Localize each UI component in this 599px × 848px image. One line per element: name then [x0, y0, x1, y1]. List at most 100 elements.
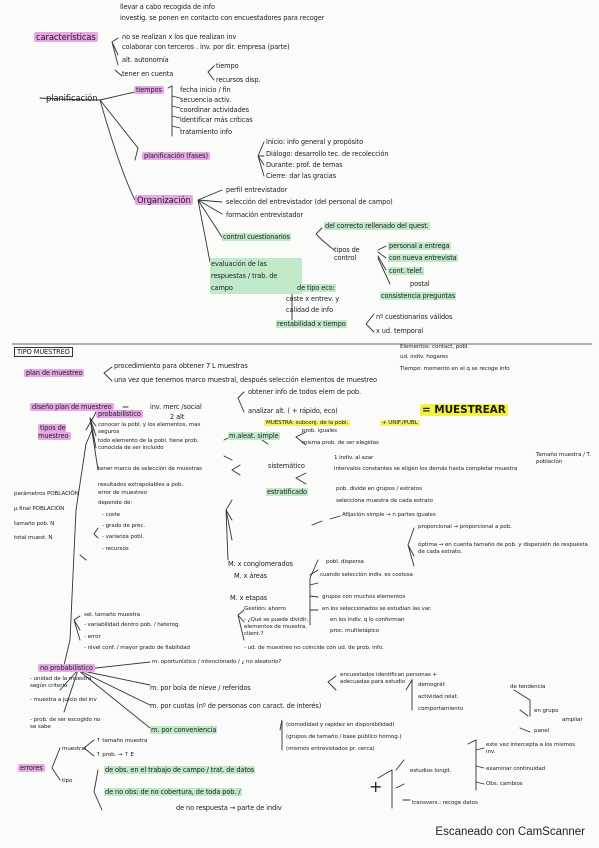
note-line: llevar a cabo recogida de info: [120, 3, 215, 11]
note-line: - recursos: [102, 546, 129, 552]
note-line: intervalos constantes se eligen los demá…: [334, 466, 518, 472]
label-tipos-control: tipos de control: [334, 246, 360, 262]
label-m-etapas: M. x etapas: [230, 594, 268, 602]
note-line: proc. multietápico: [330, 628, 379, 634]
note-line: - coste: [102, 512, 121, 518]
note-line: con nueva entrevista: [388, 254, 458, 262]
note-line: en los seleccionados se estudian las var…: [322, 606, 432, 612]
label-estratificado: estratificado: [266, 488, 308, 496]
note-line: coste x entrev. y: [286, 295, 340, 303]
note-line: Inicio: info general y propósito: [266, 138, 364, 146]
note-line: de no respuesta → parte de indiv: [176, 804, 282, 812]
note-line: Durante: prof. de temas: [266, 161, 343, 169]
note-line: ↑ prob. → ↑ E: [96, 752, 134, 758]
label-bola-nieve: m. por bola de nieve / referidos: [150, 684, 251, 692]
note-line: error de muestreo: [98, 490, 147, 496]
scanner-watermark: Escaneado con CamScanner: [435, 826, 585, 838]
note-line: de no obs: de no cobertura, de toda pob.…: [104, 788, 242, 796]
note-line: (comodidad y rapidez en disponibilidad): [286, 722, 395, 728]
note-line: resultados extrapolables a pob.: [98, 482, 184, 488]
label-organizacion: Organización: [135, 195, 193, 205]
note-line: (mismos entrevistados pr. cerca): [286, 746, 375, 752]
note-line: encuestados identifican personas + adecu…: [340, 672, 438, 685]
note-line: 1 indiv. al azar: [334, 455, 374, 461]
note-line: actividad relat.: [418, 694, 459, 700]
note-line: pobl. dispersa: [326, 559, 364, 565]
note-line: parámetros POBLACIÓN: [14, 491, 79, 497]
note-line: + UNIF./PUBL: [380, 420, 420, 426]
label-errores: errores: [18, 764, 45, 772]
label-conveniencia: m. por conveniencia: [150, 726, 218, 734]
note-line: una vez que tenemos marco muestral, desp…: [114, 376, 377, 384]
note-line: demográf.: [418, 682, 446, 688]
note-line: pob. divide en grupos / estratos: [336, 486, 422, 492]
note-line: Cierre: dar las gracias: [266, 172, 337, 180]
note-line: calidad de info: [286, 306, 334, 314]
note-line: analizar alt. ( + rápido, eco): [248, 407, 338, 415]
note-line: - grado de prec.: [102, 523, 146, 529]
note-line: ud. indiv. hogares: [400, 354, 448, 360]
note-line: formación entrevistador: [226, 211, 304, 219]
note-line: recursos disp.: [216, 76, 261, 84]
note-line: del correcto rellenado del quest.: [324, 222, 430, 230]
note-line: procedimiento para obtener 7 L muestras: [114, 362, 248, 370]
note-line: panel: [534, 728, 550, 734]
note-line: comportamiento: [418, 706, 464, 712]
label-plan-muestreo: plan de muestreo: [24, 369, 85, 377]
note-line: tamaño pob. N: [14, 521, 55, 527]
note-line: Elementos: contact, pobl.: [400, 344, 470, 350]
note-line: obtener info de todos elem de pob.: [248, 388, 361, 396]
note-line: Tamaño muestra / T. población: [536, 452, 591, 465]
label-control-cuestionarios: control cuestionarios: [222, 233, 291, 241]
note-line: este vez intercepta a los mismos inv.: [486, 742, 575, 755]
note-line: - nivel conf. / mayor grado de fiabilida…: [84, 645, 190, 651]
note-line: postal: [410, 280, 430, 288]
note-line: tratamiento info: [180, 128, 232, 136]
note-line: cuando selección indiv. es costosa: [320, 572, 413, 578]
note-line: estudios longit.: [410, 768, 452, 774]
note-line: - error: [84, 634, 101, 640]
note-line: proporcional → proporcional a pob.: [418, 524, 512, 530]
note-line: - prob. de ser escogido no se sabe: [30, 717, 101, 730]
label-cuotas: m. por cuotas (nº de personas con caract…: [150, 702, 322, 710]
label-m-aleat-simple: m.aleat. simple: [228, 432, 280, 440]
note-line: conocer la pobl. y los elementos, mas se…: [98, 422, 201, 435]
note-line: nº cuestionarios válidos: [376, 313, 453, 321]
heading-caracteristicas: características: [34, 32, 98, 42]
note-line: consistencia preguntas: [380, 292, 457, 300]
note-line: m. oportunístico / intencionado / ¿ no a…: [152, 659, 282, 665]
note-line: rentabilidad x tiempo: [276, 320, 347, 328]
note-line: perfil entrevistador: [226, 186, 288, 194]
note-line: ↑ tamaño muestra: [96, 738, 148, 744]
note-line: µ final POBLACIÓN: [14, 506, 65, 512]
note-line: fecha inicio / fin: [180, 86, 231, 94]
note-line: - variabilidad dentro pob. / heterog.: [84, 622, 181, 628]
note-line: personal a entrega: [388, 242, 451, 250]
note-line: ampliar: [562, 717, 583, 723]
note-line: todo elemento de la pobl. tiene prob. co…: [98, 438, 199, 451]
label-tipos-muestreo: tipos de muestreo: [38, 424, 71, 440]
note-line: alt. autonomía: [122, 56, 169, 64]
note-line: tener en cuenta: [122, 70, 174, 78]
note-line: en los indiv. q lo conforman: [330, 617, 405, 623]
note-line: Obs. cambios: [486, 781, 523, 787]
section-title: TIPO MUESTREO: [14, 347, 73, 357]
note-line: grupos con muchos elementos: [322, 594, 406, 600]
label-sistematico: sistemático: [268, 462, 305, 470]
heading-planificacion: planificación: [46, 93, 98, 103]
note-line: Tiempo: momento en el q se recoge info: [400, 366, 510, 372]
label-subconjunto: MUESTRA: subconj. de la pobl.: [264, 420, 351, 426]
label-tiempos: tiempos: [134, 86, 164, 94]
note-line: de obs. en el trabajo de campo / trat. d…: [104, 766, 256, 774]
note-line: prob. iguales: [302, 428, 337, 434]
note-line: - ud. de muestreo no coincide con ud. de…: [244, 645, 384, 651]
note-line: 2 alt: [170, 413, 185, 421]
note-line: Afijación simple → n partes iguales: [342, 512, 436, 518]
note-line: tiempo: [216, 62, 239, 70]
note-line: coordinar actividades: [180, 106, 249, 114]
note-line: colaborar con terceros . inv. por dir. e…: [122, 43, 290, 51]
note-line: Gestión: ahorro: [244, 606, 286, 612]
label-probabilistico: probabilístico: [96, 410, 143, 418]
note-line: muestral: [62, 746, 87, 752]
